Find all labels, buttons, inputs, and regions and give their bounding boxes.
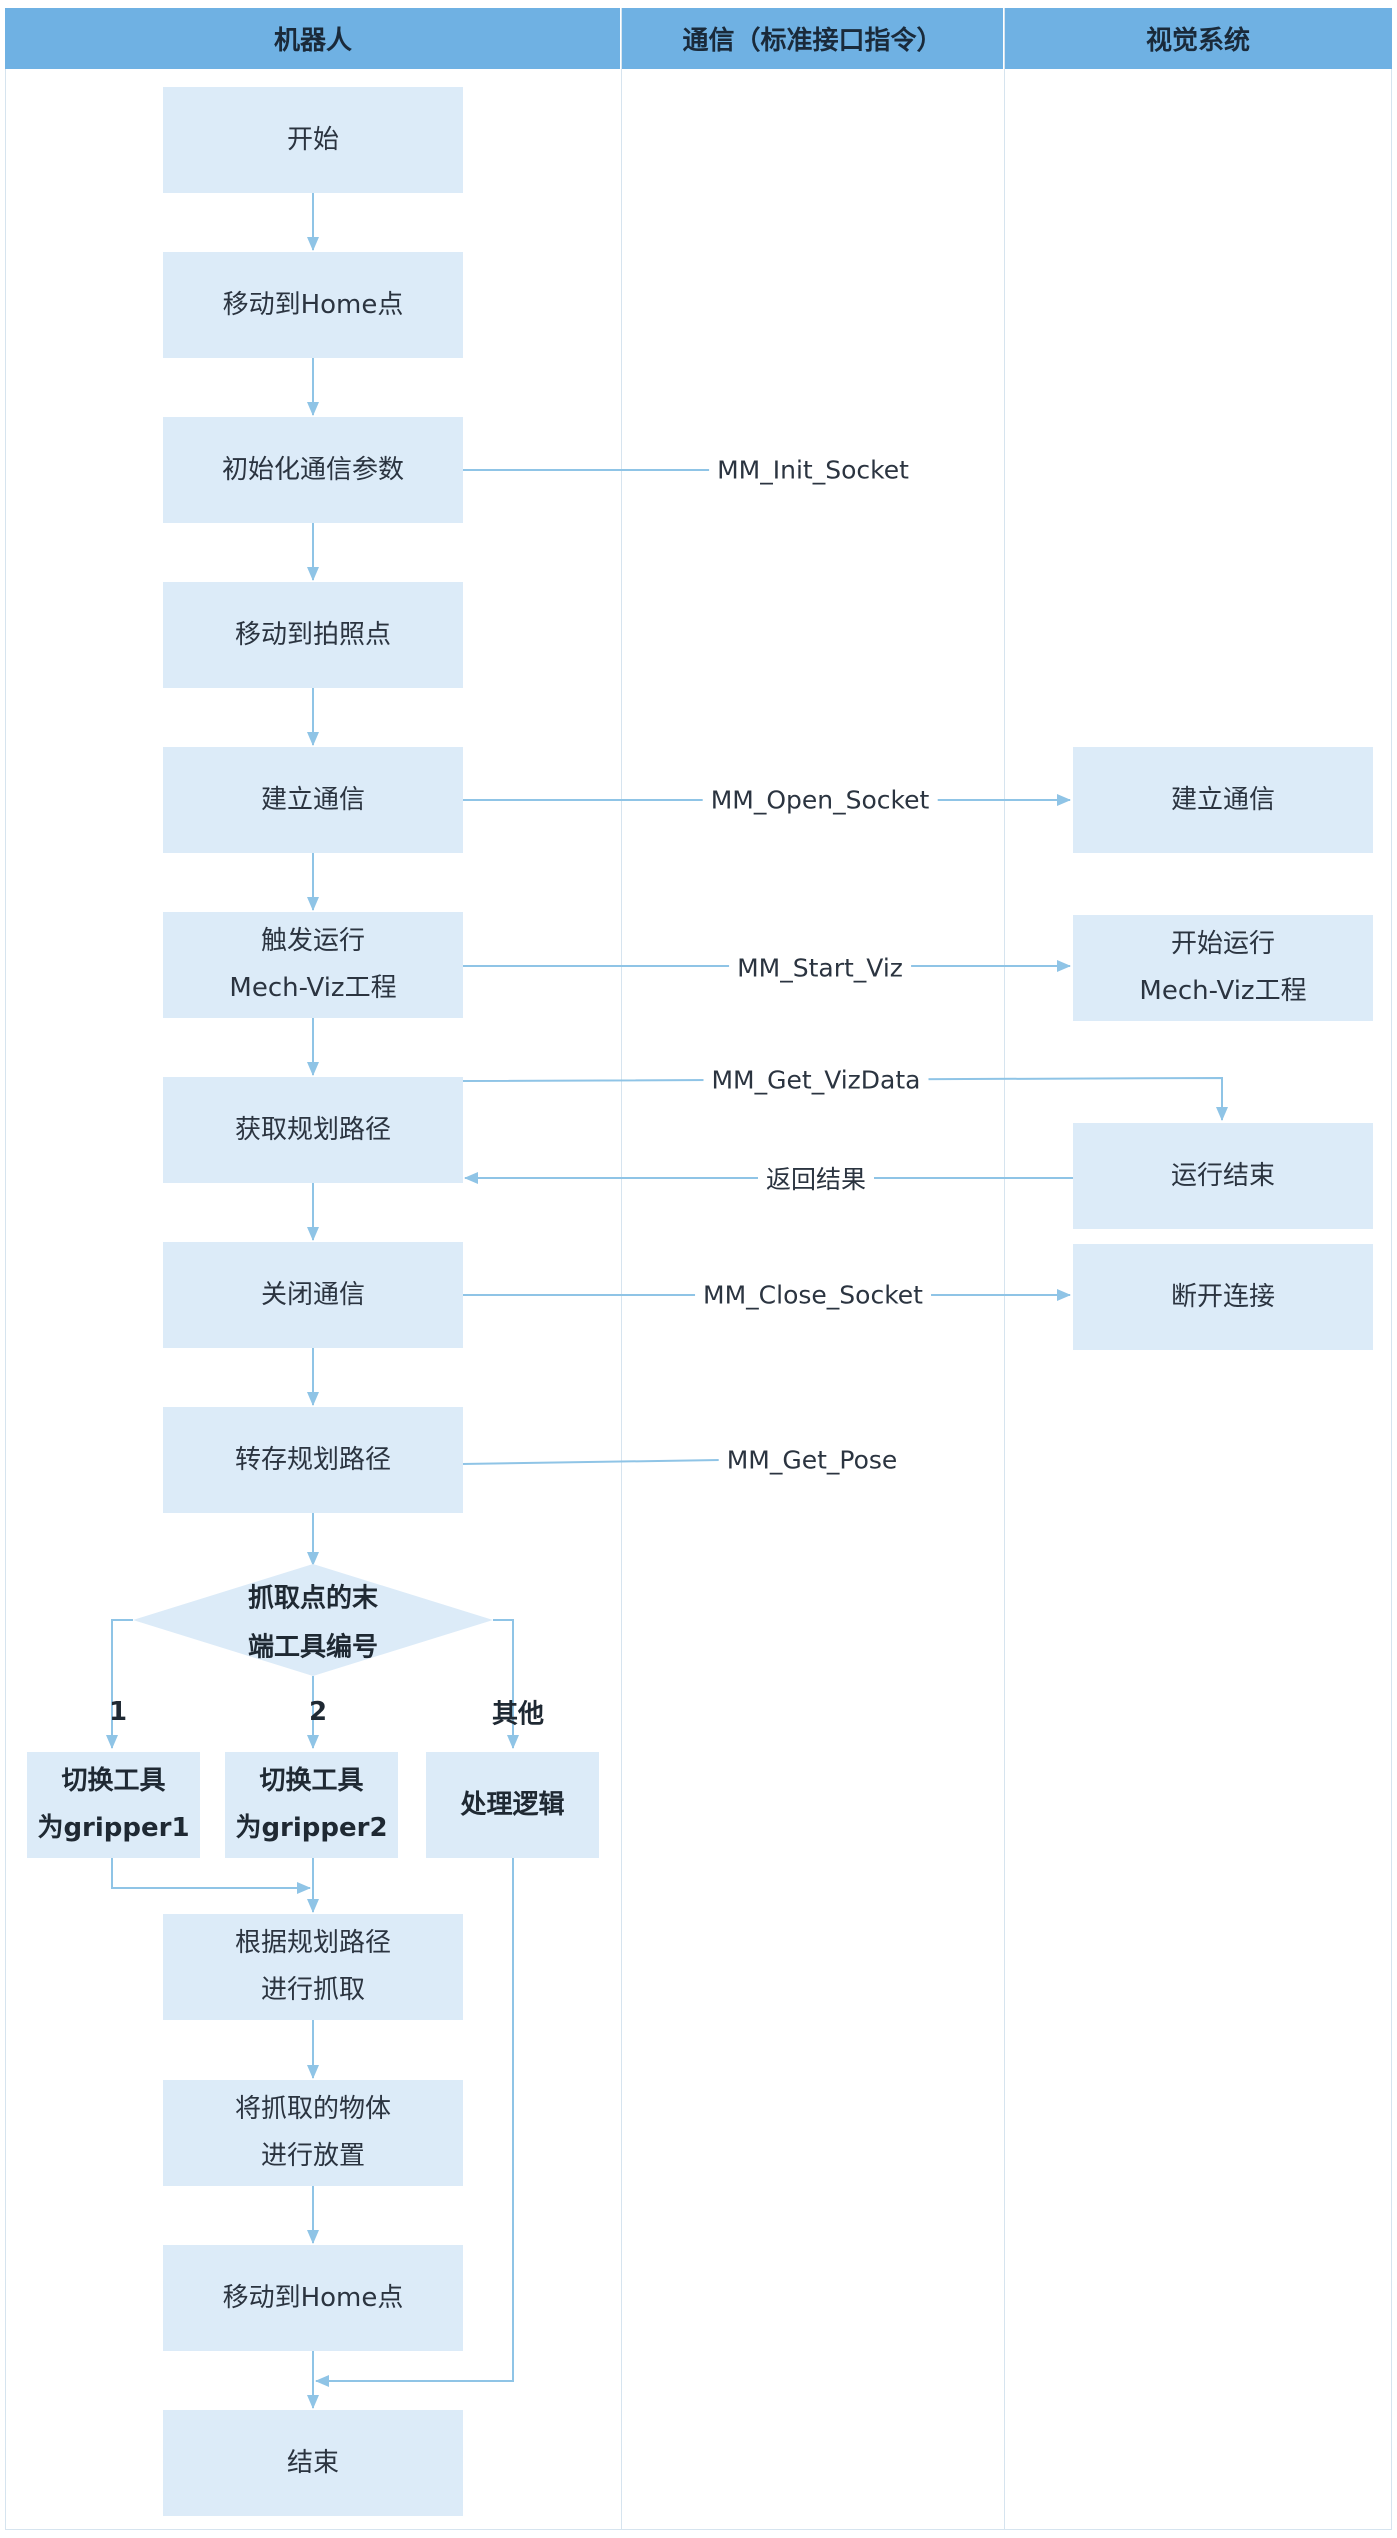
step-save-path: 转存规划路径 [163,1407,463,1513]
step-label: 运行结束 [1170,1160,1275,1191]
lane-header-comm: 通信（标准接口指令） [621,8,1004,69]
step-label-line1: 将抓取的物体 [234,2094,391,2125]
step-end: 结束 [163,2410,463,2516]
step-grab: 根据规划路径 进行抓取 [163,1914,463,2020]
step-switch-gripper2: 切换工具 为gripper2 [225,1752,398,1858]
branch-arrow [106,1619,133,1749]
step-label-line1: 切换工具 [259,1766,364,1797]
merge-arrow [111,1858,311,1894]
step-label: 结束 [286,2447,339,2478]
step-close-comm: 关闭通信 [163,1242,463,1348]
branch-label-other: 其他 [491,1699,545,1730]
step-label: 断开连接 [1170,1281,1275,1312]
decision-diamond [133,1564,493,1676]
step-move-home: 移动到Home点 [163,252,463,358]
step-open-comm: 建立通信 [163,747,463,853]
step-label: 转存规划路径 [234,1444,391,1475]
vision-open-comm: 建立通信 [1073,747,1373,853]
vision-disconnect: 断开连接 [1073,1244,1373,1350]
step-start: 开始 [163,87,463,193]
step-label: 开始 [286,124,339,155]
step-get-path: 获取规划路径 [163,1077,463,1183]
branch-arrow [493,1619,519,1749]
command-start-viz: MM_Start_Viz [729,953,911,983]
step-label-line1: 开始运行 [1170,929,1275,960]
command-get-vizdata: MM_Get_VizData [703,1065,929,1095]
branch-label-2: 2 [308,1697,328,1727]
step-label-line1: 切换工具 [61,1766,166,1797]
step-label: 建立通信 [260,784,365,815]
step-label-line2: 进行抓取 [260,1975,365,2005]
step-label: 初始化通信参数 [221,454,404,485]
step-label: 关闭通信 [260,1279,365,1310]
command-return-result: 返回结果 [757,1160,875,1196]
step-label-line2: Mech-Viz工程 [229,973,397,1003]
lane-divider [621,8,622,2530]
step-label: 移动到Home点 [222,2282,404,2313]
step-init-comm: 初始化通信参数 [163,417,463,523]
step-trigger-viz: 触发运行 Mech-Viz工程 [163,912,463,1018]
lane-divider [1004,8,1005,2530]
command-get-pose: MM_Get_Pose [718,1445,906,1475]
decision-label-line2: 端工具编号 [247,1632,379,1663]
step-label: 处理逻辑 [460,1789,565,1820]
step-other-logic: 处理逻辑 [426,1752,599,1858]
step-label-line1: 根据规划路径 [234,1928,391,1959]
command-line [461,1459,721,1465]
step-place: 将抓取的物体 进行放置 [163,2080,463,2186]
step-switch-gripper1: 切换工具 为gripper1 [27,1752,200,1858]
step-move-home-2: 移动到Home点 [163,2245,463,2351]
branch-label-1: 1 [108,1697,128,1727]
step-label-line1: 触发运行 [260,926,365,957]
step-label-line2: 为gripper1 [37,1813,190,1843]
command-init-socket: MM_Init_Socket [709,455,917,485]
command-close-socket: MM_Close_Socket [695,1280,931,1310]
step-move-photo: 移动到拍照点 [163,582,463,688]
step-label: 移动到Home点 [222,289,404,320]
command-open-socket: MM_Open_Socket [702,785,938,815]
step-label: 建立通信 [1170,784,1275,815]
step-label-line2: 为gripper2 [235,1813,388,1843]
step-label: 移动到拍照点 [234,619,391,650]
vision-start-run: 开始运行 Mech-Viz工程 [1073,915,1373,1021]
lane-header-robot: 机器人 [5,8,621,69]
vision-run-end: 运行结束 [1073,1123,1373,1229]
step-label-line2: Mech-Viz工程 [1139,976,1307,1006]
decision-label-line1: 抓取点的末 [247,1583,379,1614]
lane-header-vision: 视觉系统 [1004,8,1392,69]
step-label: 获取规划路径 [234,1114,391,1145]
merge-arrow [315,1858,514,2387]
step-label-line2: 进行放置 [260,2141,365,2171]
